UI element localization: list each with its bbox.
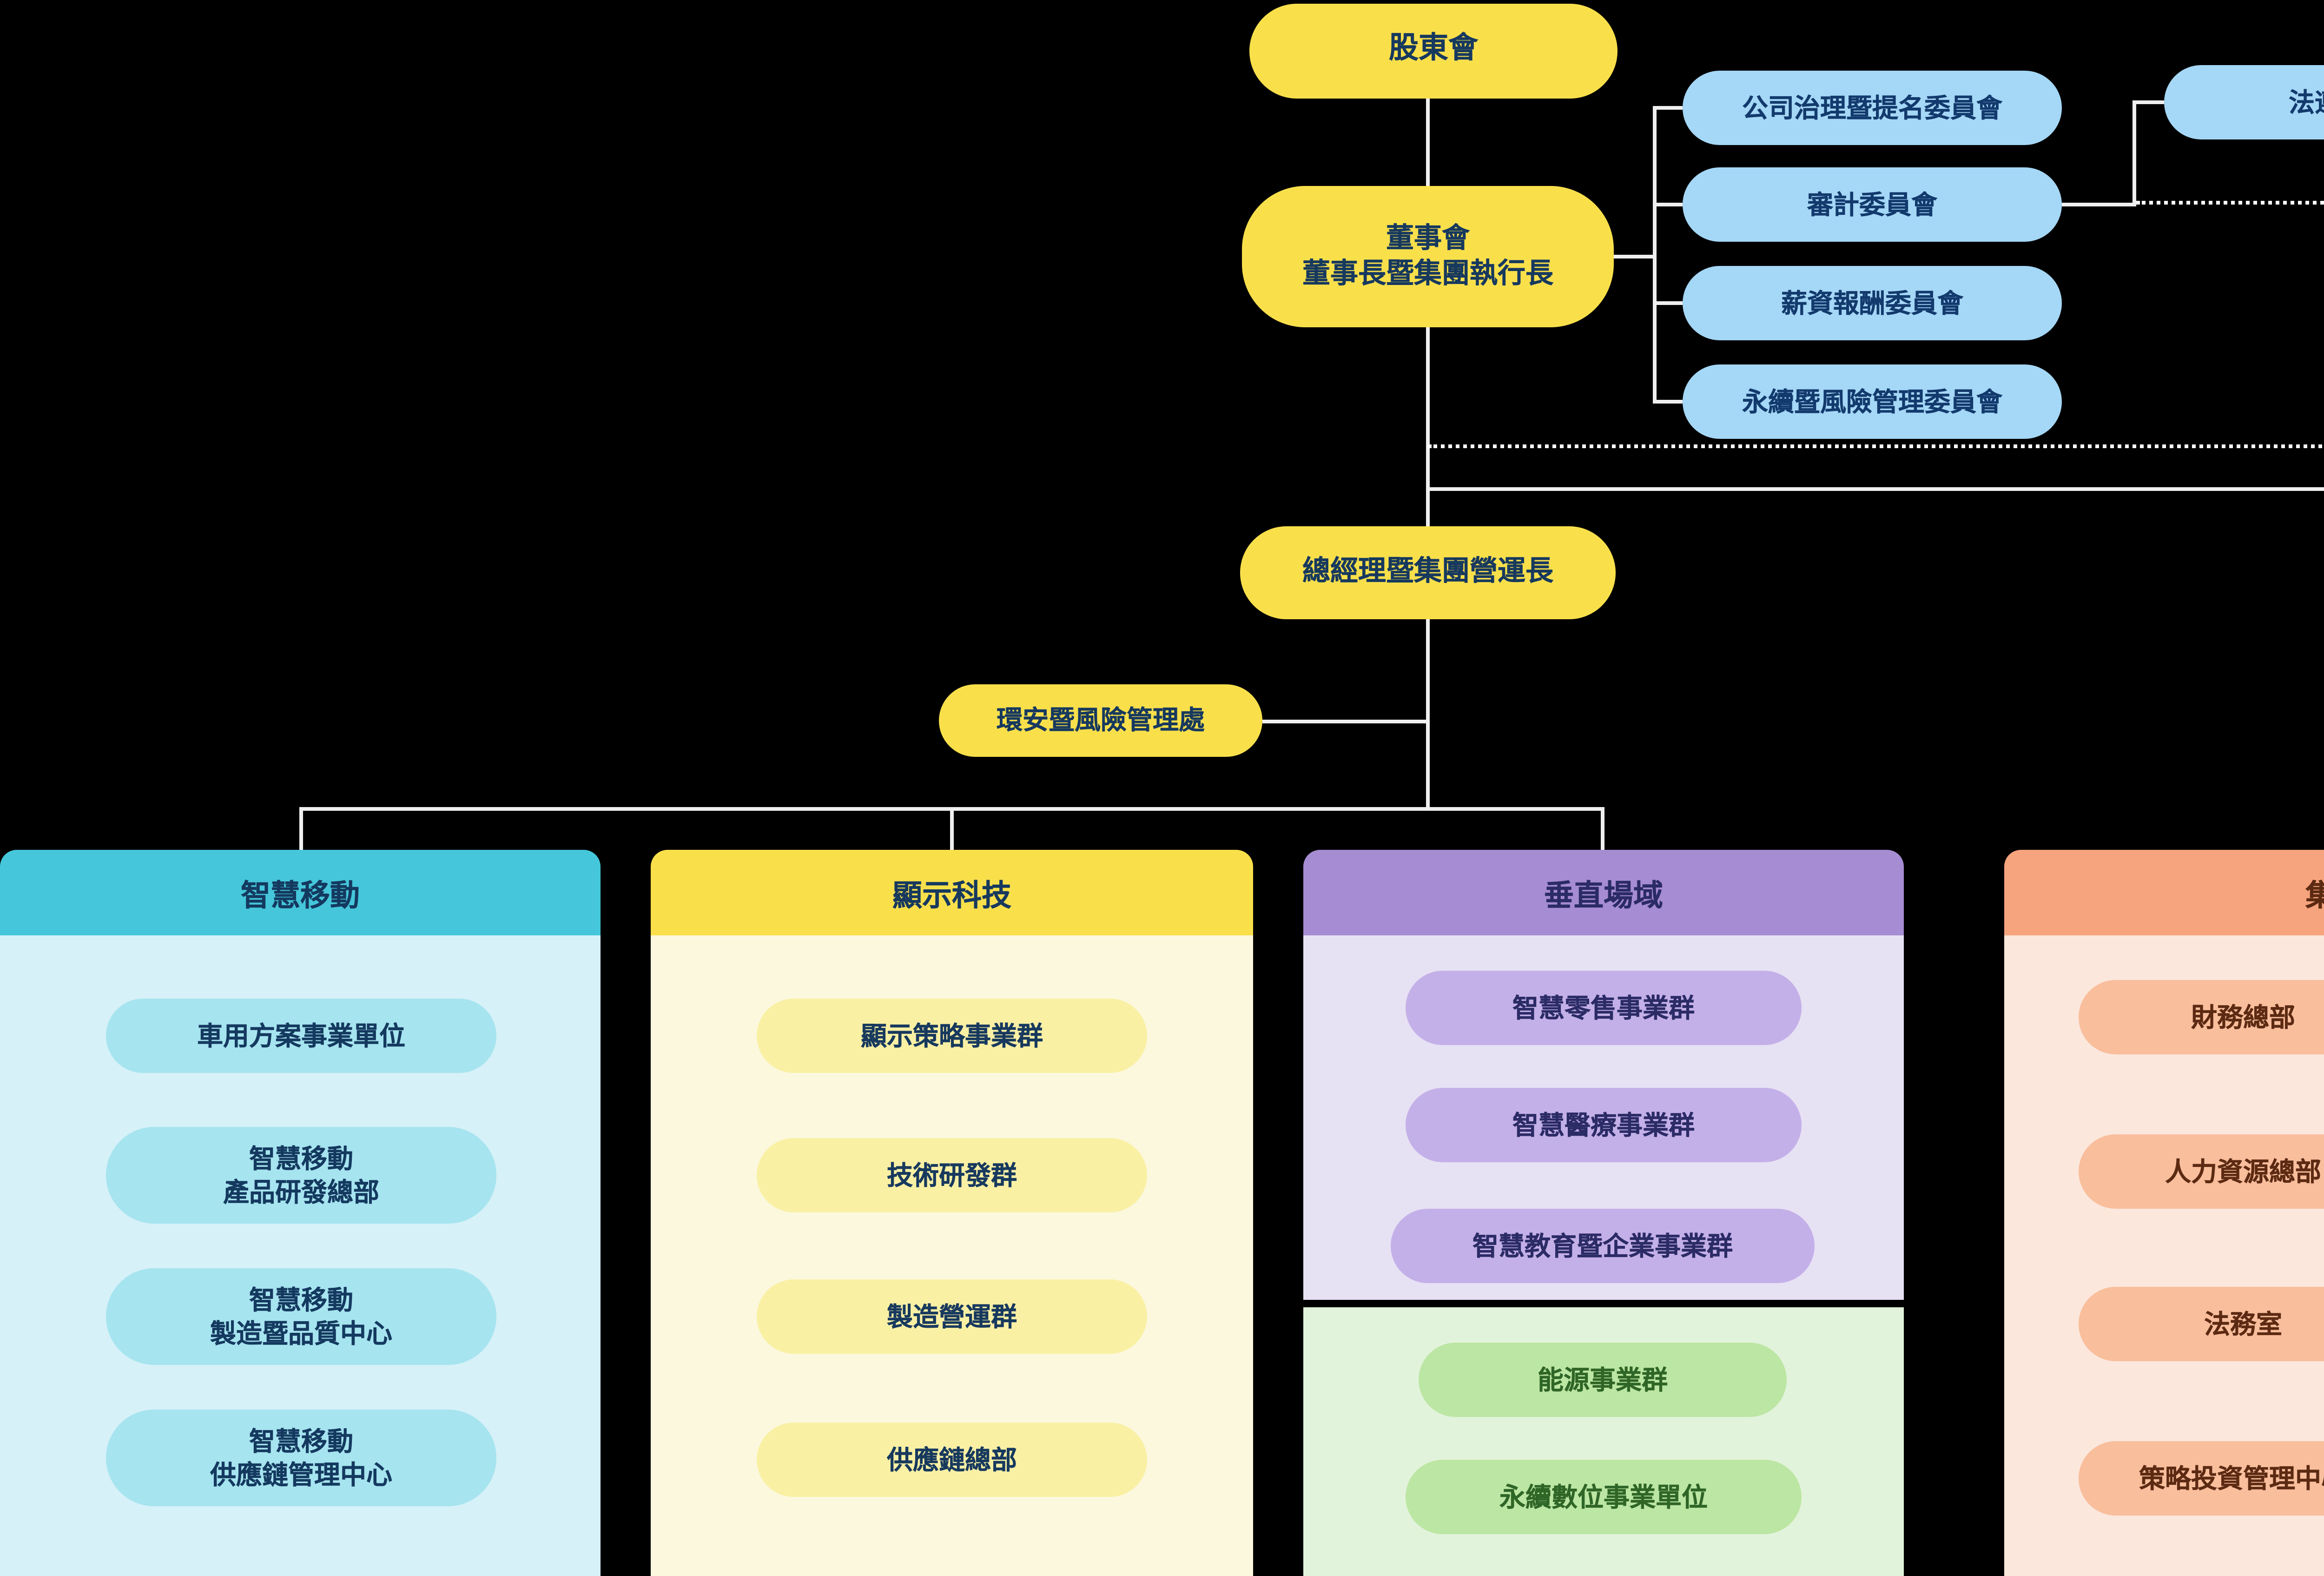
node-chief-compliance: 法遵總顧問: [2164, 65, 2324, 139]
group-vertical-header: 垂直場域: [1303, 850, 1904, 935]
committee-sustainability-risk: 永續暨風險管理委員會: [1683, 364, 2062, 439]
group-mobility-item-1: 車用方案事業單位: [106, 999, 496, 1073]
node-shareholders: 股東會: [1249, 4, 1618, 99]
group-vertical-item-1: 智慧零售事業群: [1406, 971, 1802, 1045]
connector-committee-stub-3: [1653, 301, 1683, 305]
group-vertical-green-item-2: 永續數位事業單位: [1406, 1460, 1802, 1534]
connector-board-committees-stem: [1614, 255, 1657, 258]
connector-group1-stub: [299, 807, 303, 850]
committee-compensation: 薪資報酬委員會: [1683, 266, 2062, 340]
dotted-audit-right: [2136, 201, 2324, 205]
connector-group3-stub: [1601, 807, 1604, 850]
group-vertical-item-2: 智慧醫療事業群: [1406, 1088, 1802, 1162]
group-display-item-2: 技術研發群: [757, 1138, 1147, 1212]
group-display-header: 顯示科技: [651, 850, 1253, 935]
group-mobility-item-3: 智慧移動 製造暨品質中心: [106, 1268, 496, 1365]
group-vertical-green-item-1: 能源事業群: [1419, 1343, 1787, 1417]
connector-support-branch-h: [1426, 487, 2324, 491]
group-mobility-item-4: 智慧移動 供應鏈管理中心: [106, 1410, 496, 1506]
group-mobility-item-2: 智慧移動 產品研發總部: [106, 1127, 496, 1224]
group-display-item-4: 供應鏈總部: [757, 1423, 1147, 1497]
connector-audit-compliance-v: [2133, 100, 2136, 206]
connector-committee-stub-1: [1653, 106, 1683, 110]
node-ehs-risk-office: 環安暨風險管理處: [939, 684, 1262, 757]
group-support-item-hr: 人力資源總部: [2079, 1134, 2324, 1209]
group-support-item-finance: 財務總部: [2079, 980, 2324, 1054]
committee-audit: 審計委員會: [1683, 167, 2062, 242]
connector-audit-compliance-h2: [2133, 100, 2164, 104]
group-mobility-header: 智慧移動: [0, 850, 601, 935]
connector-committee-stub-2: [1653, 203, 1683, 206]
group-support-header: 集團營運支援單位: [2004, 850, 2324, 935]
connector-audit-compliance-h1: [2062, 203, 2136, 206]
group-vertical-item-3: 智慧教育暨企業事業群: [1391, 1209, 1815, 1283]
connector-board-president: [1426, 327, 1430, 526]
group-display-item-1: 顯示策略事業群: [757, 999, 1147, 1073]
node-board: 董事會 董事長暨集團執行長: [1242, 186, 1614, 327]
connector-committee-stub-4: [1653, 400, 1683, 404]
group-support-item-legal: 法務室: [2079, 1287, 2324, 1361]
group-display-item-3: 製造營運群: [757, 1279, 1147, 1354]
connector-president-down: [1426, 619, 1430, 811]
node-president: 總經理暨集團營運長: [1240, 526, 1616, 619]
committee-governance-nomination: 公司治理暨提名委員會: [1683, 71, 2062, 145]
connector-committees-bracket: [1653, 106, 1657, 404]
connector-ehs: [1262, 720, 1428, 723]
connector-group2-stub: [950, 807, 954, 850]
connector-shareholders-board: [1426, 97, 1430, 186]
group-support-item-strategic-investment: 策略投資管理中心: [2079, 1441, 2324, 1516]
dotted-compliance-to-mainline: [1428, 444, 2324, 448]
